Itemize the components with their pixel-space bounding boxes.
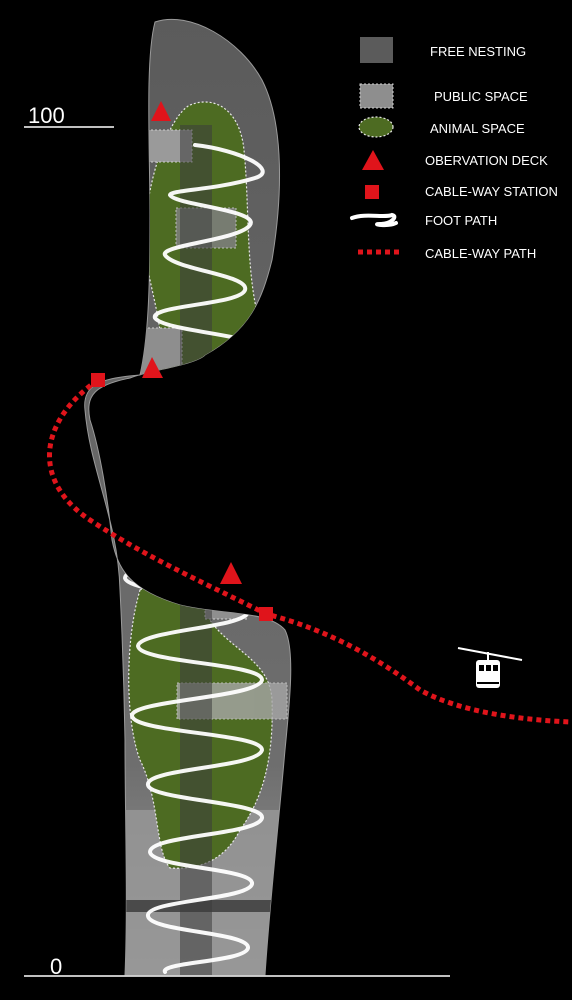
legend-animal-space-label: ANIMAL SPACE: [430, 121, 525, 136]
cable-car-icon: [457, 647, 523, 688]
legend-observation-deck-label: OBERVATION DECK: [425, 153, 548, 168]
legend-free-nesting-label: FREE NESTING: [430, 44, 527, 59]
legend-public-space-label: PUBLIC SPACE: [434, 89, 528, 104]
legend-animal-space-swatch: [358, 116, 394, 138]
legend-cable-way-station-label: CABLE-WAY STATION: [425, 184, 558, 199]
legend-foot-path-icon: [350, 212, 398, 228]
central-core: [180, 125, 212, 975]
cable-way-station-2: [259, 607, 273, 621]
observation-deck-2: [142, 357, 163, 378]
legend-cable-way-station-icon: [365, 185, 379, 199]
legend-free-nesting-swatch: [360, 37, 393, 63]
cable-way-station-1: [91, 373, 105, 387]
legend-foot-path-label: FOOT PATH: [425, 213, 498, 228]
legend-cable-way-path-label: CABLE-WAY PATH: [425, 246, 537, 261]
legend-observation-deck-icon: [362, 150, 384, 170]
scale-top-label: 100: [28, 103, 65, 128]
public-space-4: [124, 477, 184, 501]
cable-way-path: [47, 377, 572, 725]
scale-bottom-label: 0: [50, 954, 63, 979]
observation-deck-3: [220, 562, 242, 584]
legend-public-space-swatch: [359, 83, 394, 109]
observation-deck-1: [151, 101, 171, 121]
